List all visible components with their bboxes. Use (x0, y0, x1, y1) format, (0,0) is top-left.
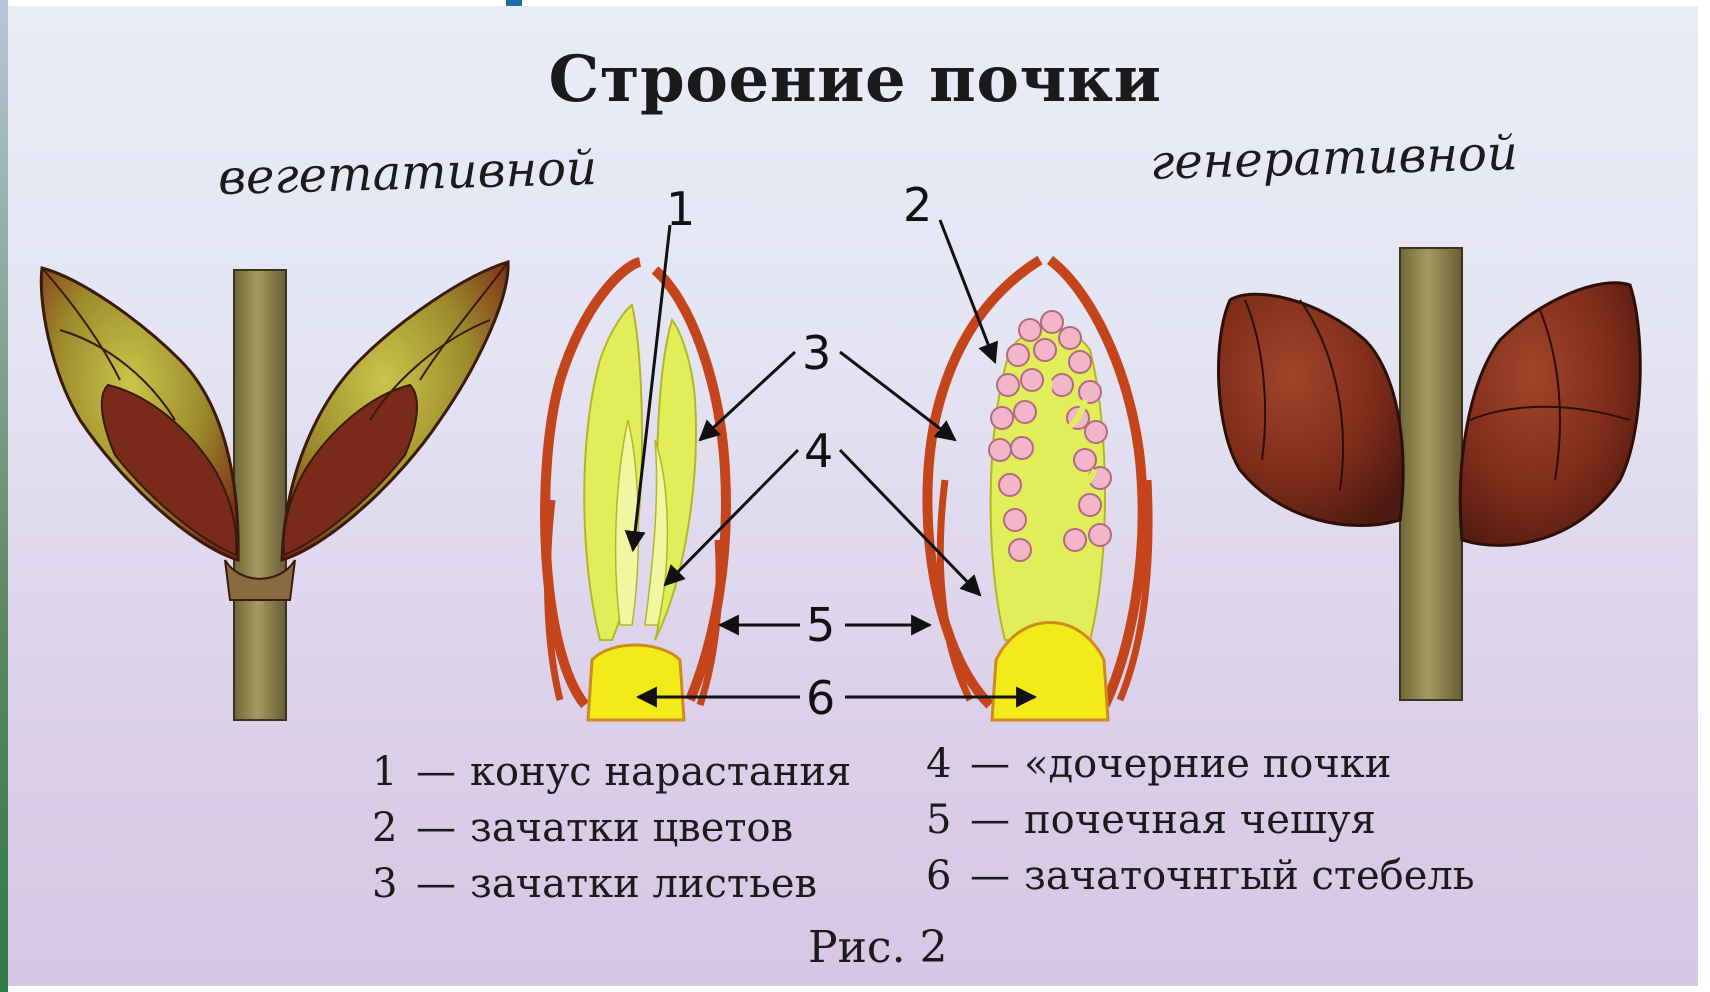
figure-caption: Рис. 2 (808, 922, 948, 973)
legend-number: 5 (926, 800, 956, 840)
legend-number: 6 (926, 856, 956, 896)
vegetative-bud-label: вегетативной (217, 140, 597, 206)
legend-text: «дочерние почки (1024, 741, 1391, 787)
legend-item-1: 1 — конус нарастания (372, 752, 851, 792)
vegetative-left-bud (41, 268, 238, 560)
legend-number: 1 (372, 752, 402, 792)
legend-item-4: 4 — «дочерние почки (926, 744, 1391, 784)
vegetative-bud-drawing (41, 262, 508, 720)
vegetative-stem (234, 270, 286, 720)
callout-5: 5 (806, 602, 835, 648)
callout-6: 6 (806, 675, 835, 721)
generative-bud-section (927, 260, 1149, 720)
legend-text: зачатки цветов (470, 805, 793, 851)
legend-item-3: 3 — зачатки листьев (372, 864, 817, 904)
vegetative-right-bud (282, 262, 508, 560)
callout-3: 3 (802, 330, 831, 376)
legend-text: зачаточнгый стебель (1024, 853, 1475, 899)
generative-left-bud (1219, 294, 1404, 525)
legend-number: 2 (372, 808, 402, 848)
legend-number: 4 (926, 744, 956, 784)
legend-item-5: 5 — почечная чешуя (926, 800, 1376, 840)
legend-dash: — (416, 864, 456, 904)
arrow-4-right (840, 450, 980, 595)
legend-text: почечная чешуя (1024, 797, 1376, 843)
legend-item-2: 2 — зачатки цветов (372, 808, 793, 848)
legend-dash: — (416, 752, 456, 792)
legend-text: конус нарастания (470, 749, 851, 795)
legend-dash: — (416, 808, 456, 848)
legend-number: 3 (372, 864, 402, 904)
generative-bud-label: генеративной (1149, 125, 1518, 191)
legend-dash: — (970, 800, 1010, 840)
legend-item-6: 6 — зачаточнгый стебель (926, 856, 1475, 896)
vegetative-bud-section (545, 262, 726, 720)
diagram-title: Строение почки (0, 42, 1710, 117)
callout-1: 1 (666, 186, 695, 232)
generative-bud-drawing (1219, 248, 1641, 700)
legend-dash: — (970, 856, 1010, 896)
callout-2: 2 (903, 182, 932, 228)
legend-dash: — (970, 744, 1010, 784)
generative-right-bud (1460, 283, 1640, 546)
callout-4: 4 (804, 428, 833, 474)
legend-text: зачатки листьев (470, 861, 817, 907)
generative-stem (1400, 248, 1462, 700)
